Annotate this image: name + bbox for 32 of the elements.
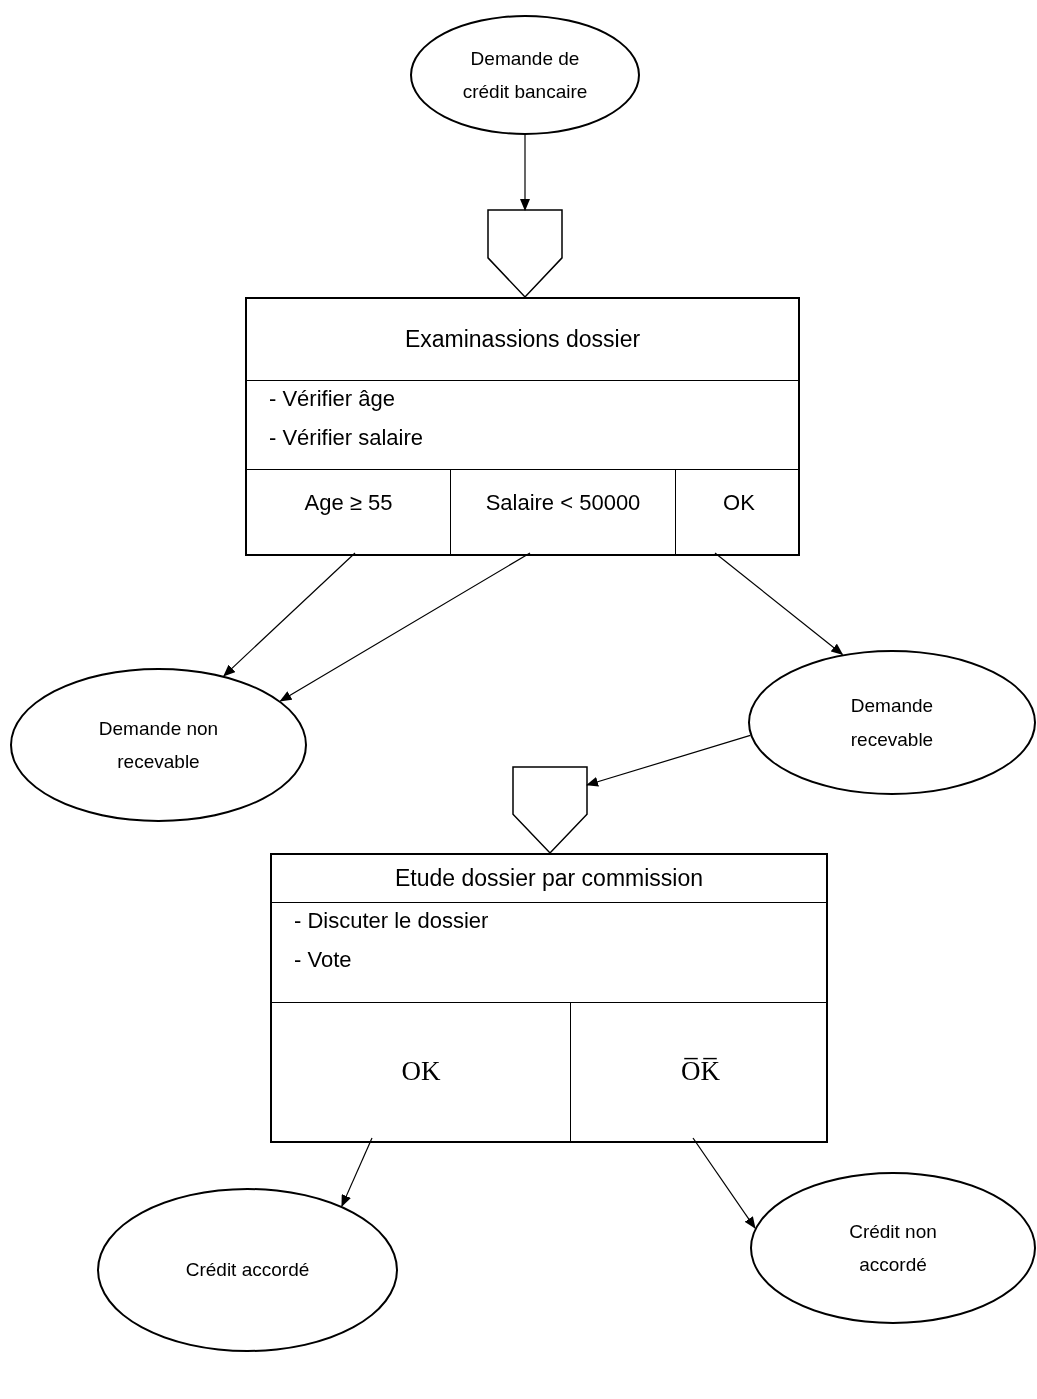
rule-cell: OK	[675, 469, 802, 554]
operation-title: Examinassions dossier	[404, 325, 641, 355]
arrow	[341, 1137, 373, 1208]
event-text: Crédit accordé	[185, 1258, 310, 1283]
arrow	[279, 552, 531, 702]
event-text: Demande de crédit bancaire	[461, 46, 589, 104]
event-text: Demande recevable	[849, 694, 935, 752]
action-item: - Vote	[294, 946, 353, 974]
event-ellipse	[748, 650, 1036, 795]
event-ellipse	[97, 1188, 398, 1352]
operation-title: Etude dossier par commission	[394, 864, 704, 894]
rule-cell: O̅K̅	[570, 1002, 830, 1141]
operation-box	[245, 297, 800, 556]
arrow	[223, 552, 356, 677]
event-ellipse	[750, 1172, 1036, 1324]
rule-cell: Age ≥ 55	[247, 469, 450, 554]
rule-cell: OK	[272, 1002, 570, 1141]
synchronization-pentagon	[487, 209, 563, 299]
rule-cell: Salaire < 50000	[450, 469, 675, 554]
action-item: - Discuter le dossier	[294, 907, 490, 935]
synchronization-pentagon	[512, 766, 588, 855]
event-ellipse	[10, 668, 307, 822]
arrow	[714, 552, 844, 656]
event-text: Crédit non accordé	[848, 1219, 938, 1277]
action-item: - Vérifier salaire	[269, 424, 425, 452]
event-text: Demande non recevable	[97, 716, 220, 774]
operation-box	[270, 853, 828, 1143]
action-item: - Vérifier âge	[269, 385, 396, 413]
arrow	[586, 734, 751, 787]
event-ellipse	[410, 15, 640, 135]
arrow	[692, 1137, 756, 1229]
arrow	[520, 134, 530, 211]
